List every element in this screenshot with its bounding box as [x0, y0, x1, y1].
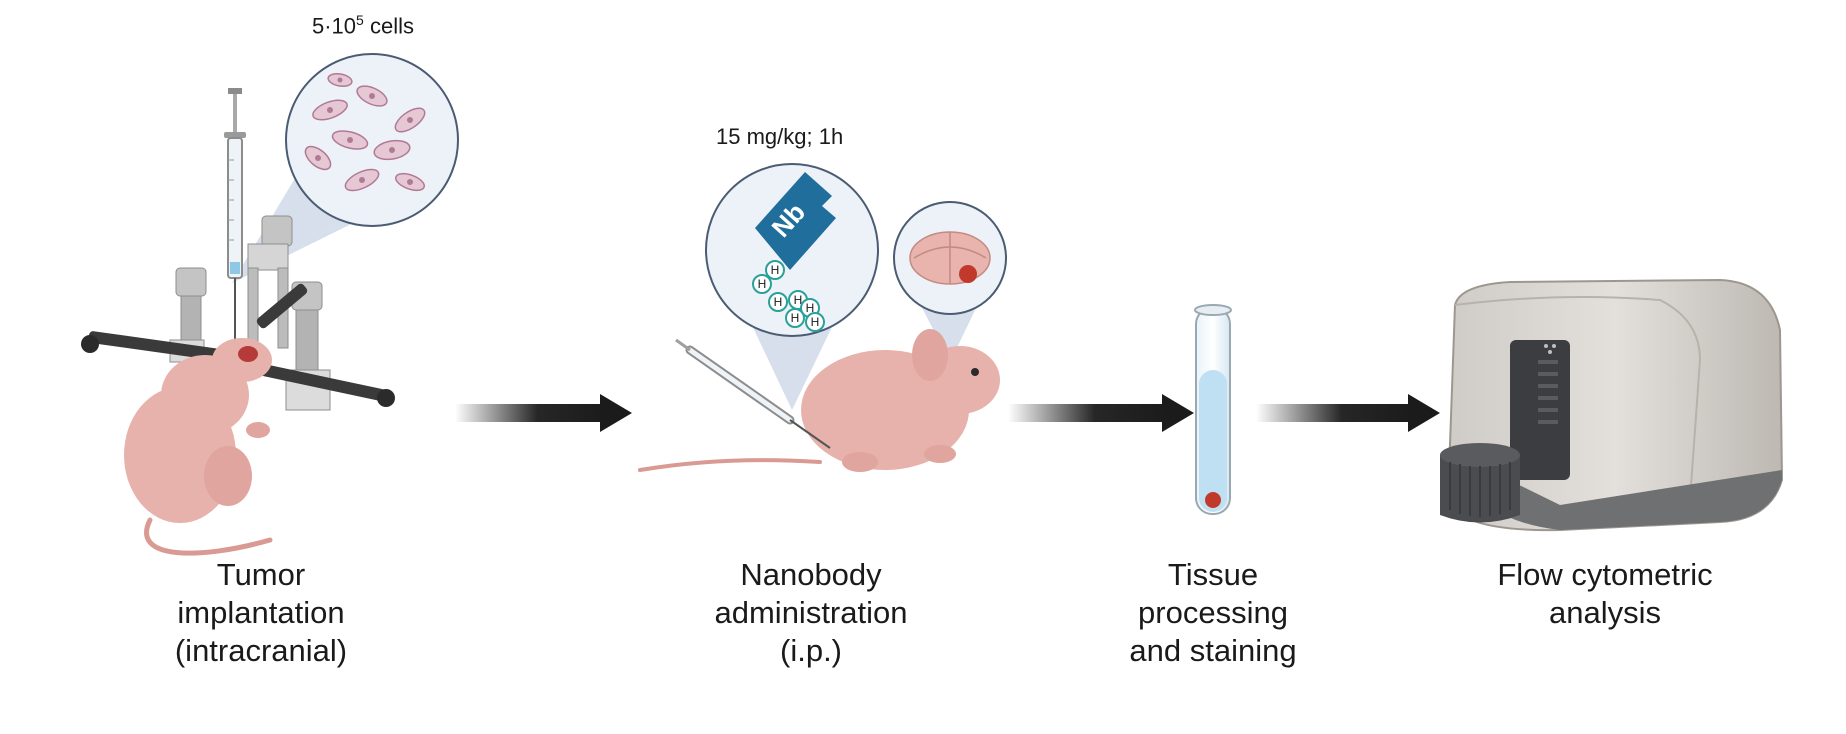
brain-inset-cone: [918, 300, 980, 362]
arrow-2: [1008, 394, 1194, 432]
stereotaxic-frame-icon: [81, 215, 395, 411]
flow-cytometer-icon: [1440, 278, 1784, 532]
arrow-1: [455, 394, 632, 432]
step-label-line: administration: [714, 595, 908, 630]
step-label-line: analysis: [1549, 595, 1661, 630]
step-label-nanobody-administration: Nanobody administration (i.p.): [660, 556, 962, 670]
step-label-line: Flow cytometric: [1497, 557, 1713, 592]
step-label-line: Tumor: [216, 557, 306, 592]
step-label-line: and staining: [1129, 633, 1297, 668]
step-label-tissue-processing: Tissue processing and staining: [1090, 556, 1336, 670]
his-tag-letter: H: [758, 277, 767, 291]
test-tube-icon: [1194, 304, 1232, 515]
his-tag-bead: [785, 308, 805, 328]
his-tag-letter: H: [774, 295, 783, 309]
cells-annotation: 5·105 cells: [312, 12, 414, 39]
his-tag-letter: H: [806, 301, 815, 315]
step-label-line: Nanobody: [740, 557, 882, 592]
mouse-icon: [124, 338, 273, 556]
his-tag-bead: [768, 292, 788, 312]
step-label-line: processing: [1138, 595, 1288, 630]
step-label-line: (i.p.): [780, 633, 842, 668]
his-tag-letter: H: [771, 263, 780, 277]
mouse-icon: [638, 329, 1000, 472]
his-tag-letter: H: [794, 293, 803, 307]
step-label-line: Tissue: [1167, 557, 1259, 592]
brain-icon: [909, 231, 991, 285]
nanobody-icon: Nb: [755, 172, 836, 270]
cells-suffix: cells: [363, 13, 414, 39]
his-tag-bead: [752, 274, 772, 294]
step-label-line: (intracranial): [174, 633, 348, 668]
his-tag-bead: [805, 312, 825, 332]
dose-annotation: 15 mg/kg; 1h: [716, 124, 844, 149]
his-tag-letter: H: [791, 311, 800, 325]
his-tag-bead: [765, 260, 785, 280]
cells-inset: [285, 53, 459, 227]
cells-exponent: 5: [356, 12, 364, 28]
cells-prefix: 5·10: [312, 13, 357, 39]
syringe-icon: [224, 88, 246, 345]
step-label-line: implantation: [177, 595, 345, 630]
arrow-3: [1256, 394, 1440, 432]
syringe-icon: [675, 338, 831, 449]
step-label-flow-cytometric-analysis: Flow cytometric analysis: [1450, 556, 1760, 632]
step-label-tumor-implantation: Tumor implantation (intracranial): [120, 556, 402, 670]
his-tag-letter: H: [811, 315, 820, 329]
